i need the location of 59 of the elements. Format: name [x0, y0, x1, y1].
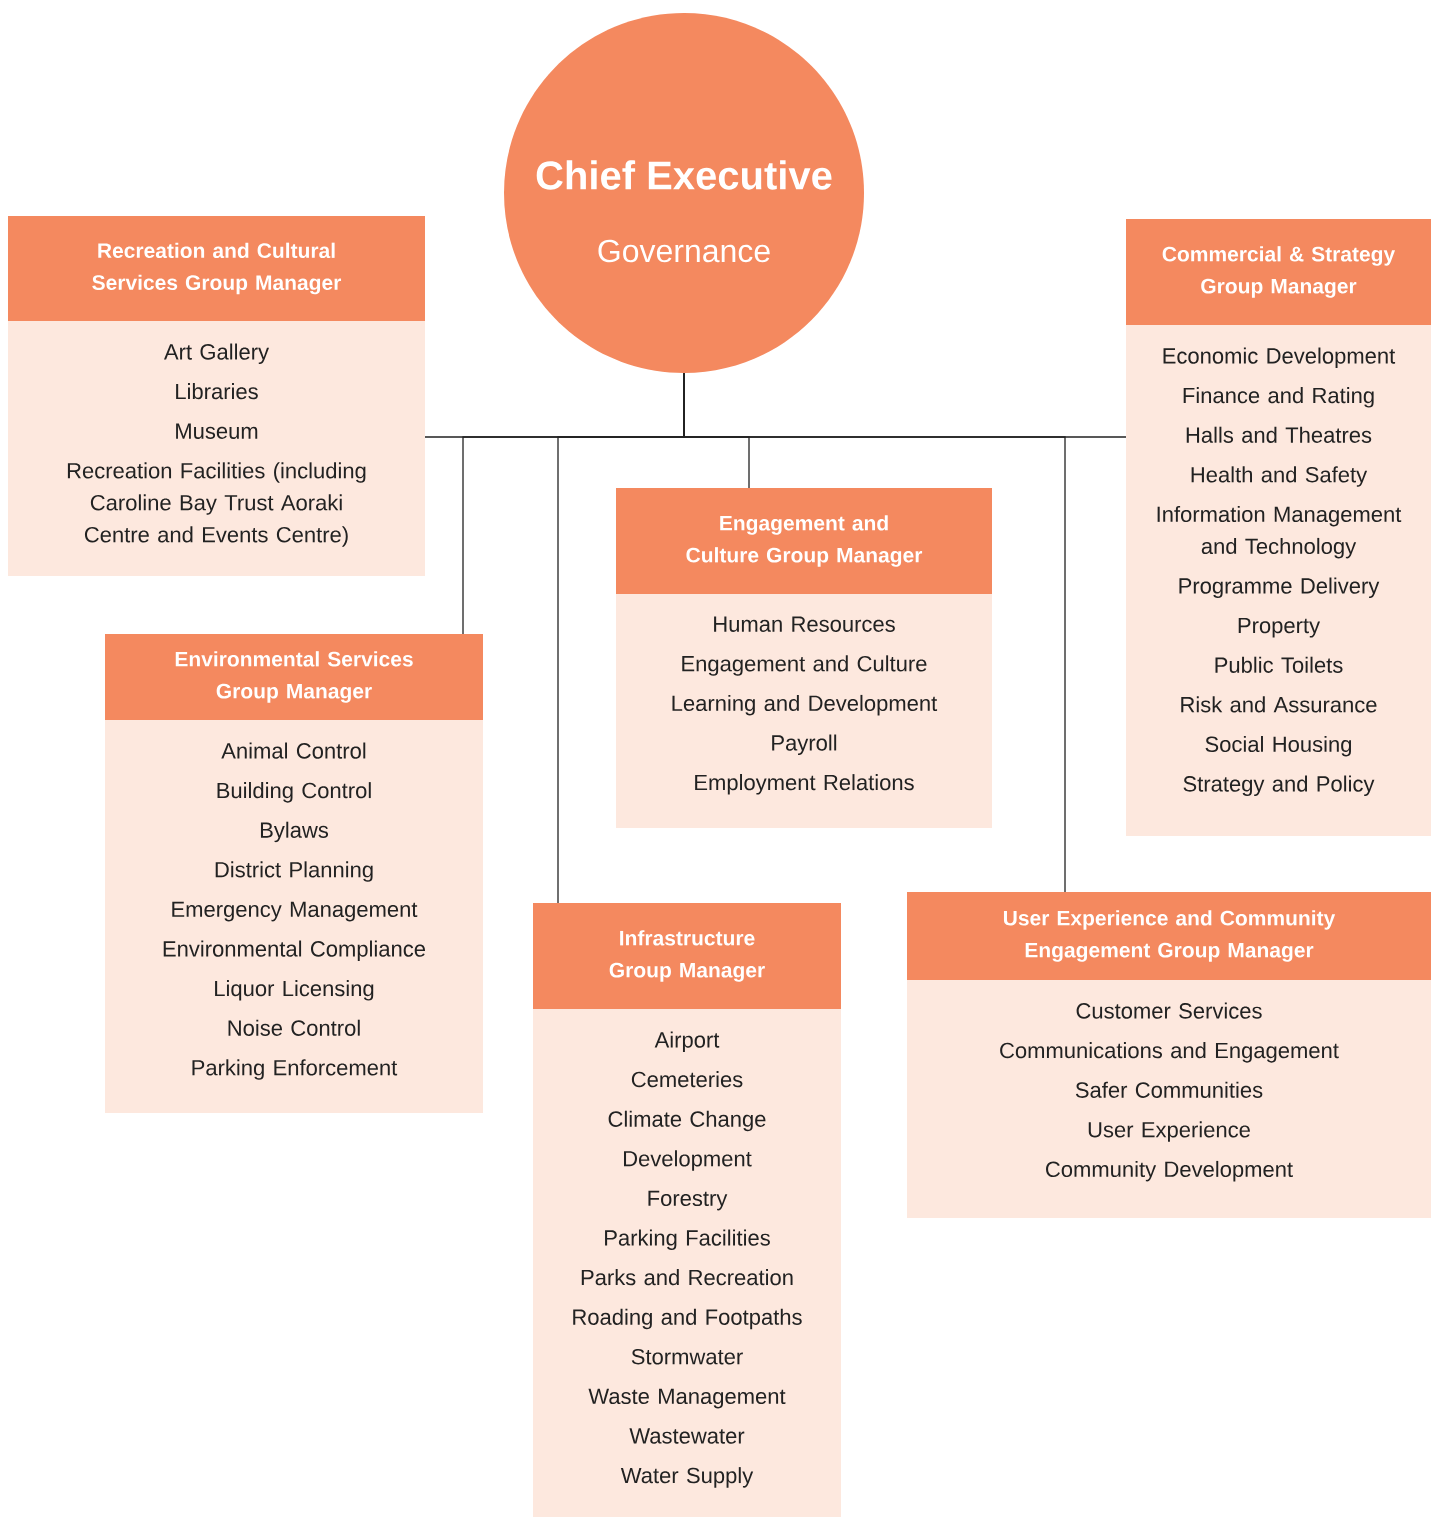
node-label: Environmental Compliance	[163, 940, 426, 962]
node-label: Building Control	[217, 782, 371, 803]
department-list: Human Resources Engagement and Culture Learning and Development Payroll Employment Relations	[616, 594, 992, 828]
node-label: User Experience	[1088, 1121, 1250, 1142]
node-label: District Planning	[215, 861, 373, 882]
department-list: Customer Services Communications and Engagement Safer Communities User Experience Community Development	[907, 980, 1431, 1218]
group-header: Engagement and Culture Group Manager	[616, 488, 992, 594]
node-label: Economic Development	[1163, 347, 1396, 369]
node-label: Human Resources	[714, 616, 895, 632]
group-header: Infrastructure Group Manager	[533, 903, 841, 1009]
node-label: Engagement and Culture	[682, 655, 927, 676]
node-label: Social Housing	[1205, 735, 1352, 757]
node-label: Finance and Rating	[1183, 387, 1374, 408]
node-label: Strategy and Policy	[1183, 775, 1375, 797]
node-label: Payroll	[772, 734, 837, 756]
node-label: Community Development	[1046, 1160, 1293, 1182]
node-label: Public Toilets	[1215, 656, 1343, 673]
node-label: Communications and Engagement	[1000, 1042, 1339, 1063]
department-list: Economic Development Finance and Rating Halls and Theatres Health and Safety Information Management and Technology Programme Delivery Property Public Toilets Risk and Assurance Social Housing Strategy and Policy	[1126, 325, 1431, 836]
node-label: Climate Change	[608, 1110, 766, 1132]
connector-line	[683, 372, 1066, 893]
node-label: Customer Services	[1076, 1002, 1262, 1019]
node-label: Risk and Assurance	[1181, 696, 1377, 713]
group-header: Commercial & Strategy Group Manager	[1126, 219, 1431, 325]
node-label: Recreation Facilities (including Caroline Bay Trust Aoraki Centre and Events Centre)	[67, 462, 366, 547]
node-label: Parking Facilities	[605, 1229, 770, 1251]
node-label: Museum	[176, 423, 258, 439]
node-label: Halls and Theatres	[1186, 426, 1372, 443]
node-label: Libraries	[176, 383, 258, 400]
node-label: Property	[1238, 617, 1321, 638]
node-label: Water Supply	[620, 1467, 754, 1488]
node-label: Animal Control	[221, 742, 366, 759]
node-label: Safer Communities	[1075, 1081, 1263, 1098]
department-list: Animal Control Building Control Bylaws District Planning Emergency Management Environmental Compliance Liquor Licensing Noise Control Parking Enforcement	[105, 720, 483, 1113]
node-label: Information Management and Technology	[1157, 505, 1402, 559]
node-label: Emergency Management	[172, 901, 418, 922]
node-label: Development	[623, 1150, 752, 1171]
group-header: User Experience and Community Engagement Group Manager	[907, 892, 1431, 980]
node-label: Bylaws	[260, 821, 329, 843]
department-list: Art Gallery Libraries Museum Recreation Facilities (including Caroline Bay Trust Aoraki Centre and Events Centre)	[8, 321, 425, 576]
group-header: Environmental Services Group Manager	[105, 634, 483, 720]
node-label: Liquor Licensing	[215, 980, 374, 1001]
node-label: Learning and Development	[672, 694, 938, 716]
node-label: Cemeteries	[631, 1071, 743, 1088]
node-label: Stormwater	[631, 1348, 743, 1365]
node-label: Programme Delivery	[1179, 577, 1380, 599]
node-label: Employment Relations	[695, 774, 914, 795]
node-label: Wastewater	[629, 1428, 745, 1444]
node-label: Airport	[654, 1031, 720, 1053]
node-label: Waste Management	[588, 1388, 786, 1409]
node-label: Noise Control	[228, 1019, 360, 1036]
node-label: Parks and Recreation	[581, 1269, 793, 1286]
group-header: Recreation and Cultural Services Group Manager	[8, 216, 425, 321]
node-label: Parking Enforcement	[192, 1059, 398, 1080]
node-label: Roading and Footpaths	[573, 1308, 802, 1330]
department-list: Airport Cemeteries Climate Change Development Forestry Parking Facilities Parks and Recreation Roading and Footpaths Stormwater Waste Management Wastewater Water Supply	[533, 1009, 841, 1517]
node-label: Health and Safety	[1191, 466, 1368, 487]
node-label: Forestry	[648, 1190, 728, 1211]
node-label: Art Gallery	[163, 343, 270, 365]
